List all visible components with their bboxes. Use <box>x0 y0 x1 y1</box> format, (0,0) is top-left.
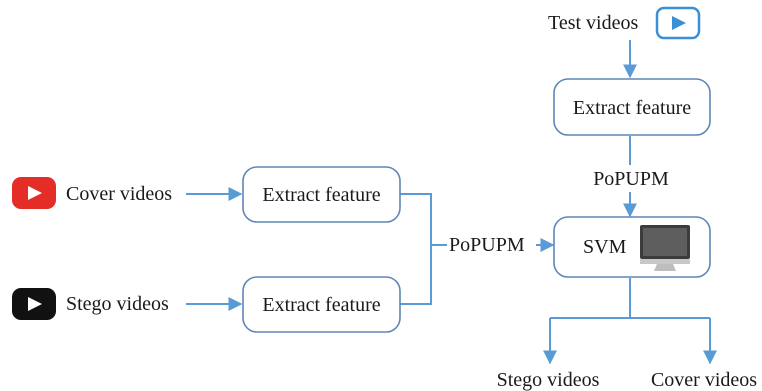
extract-feature-box-cover: Extract feature <box>242 166 401 223</box>
extract-feature-box-test: Extract feature <box>553 78 711 136</box>
cover-videos-input: Cover videos <box>12 177 172 209</box>
svm-box: SVM <box>553 216 711 278</box>
extract-feature-label: Extract feature <box>573 97 691 119</box>
extract-feature-label: Extract feature <box>262 184 380 206</box>
monitor-icon <box>640 225 690 271</box>
stego-videos-output-label: Stego videos <box>497 369 600 391</box>
stego-videos-input: Stego videos <box>12 288 169 320</box>
extract-feature-label: Extract feature <box>262 294 380 316</box>
play-triangle <box>28 186 42 200</box>
cover-videos-output-label: Cover videos <box>651 369 757 391</box>
test-videos-input: Test videos <box>548 6 701 40</box>
play-triangle <box>672 16 686 30</box>
stego-videos-label: Stego videos <box>66 293 169 315</box>
cover-videos-label: Cover videos <box>66 183 172 205</box>
popupm-test-label: PoPUPM <box>593 168 669 190</box>
svm-label: SVM <box>583 236 627 258</box>
test-videos-label: Test videos <box>548 12 638 34</box>
merge-bracket-connector <box>400 193 432 305</box>
play-triangle <box>28 297 42 311</box>
extract-feature-box-stego: Extract feature <box>242 276 401 333</box>
popupm-merge-label: PoPUPM <box>449 234 525 256</box>
